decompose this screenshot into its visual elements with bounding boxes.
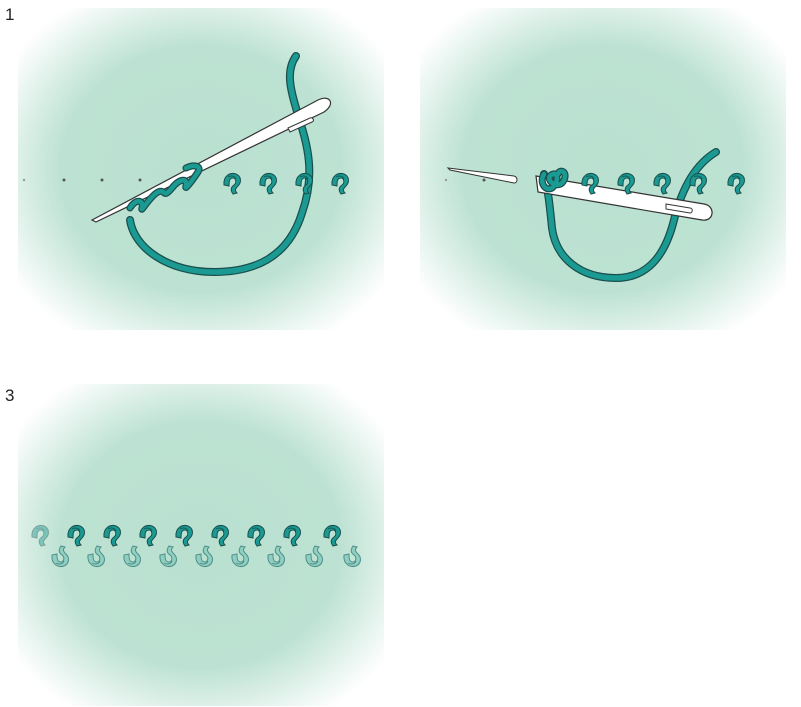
needle-icon [535, 175, 713, 221]
needle-tip-icon [446, 167, 518, 184]
thread-wraps [538, 167, 569, 193]
fabric-background [420, 8, 786, 330]
step-number-3: 3 [5, 386, 15, 405]
step-2-illustration [420, 8, 786, 330]
step-3-illustration [18, 384, 384, 706]
pattern-dots [444, 178, 486, 182]
pattern-dots [22, 178, 142, 182]
step-1-illustration [18, 8, 384, 330]
thread-loop [127, 53, 313, 275]
needle-icon [90, 97, 332, 223]
fabric-background [18, 384, 384, 706]
thread-wraps [126, 162, 203, 213]
step-number-1: 1 [5, 5, 15, 24]
thread-loop [541, 149, 719, 281]
